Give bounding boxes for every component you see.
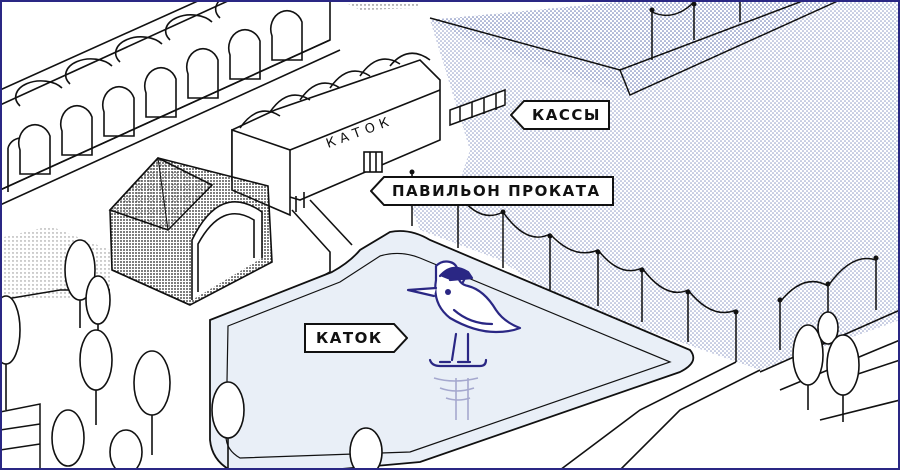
tree-icon (109, 429, 143, 470)
tag-shape (370, 176, 614, 206)
label-rink-text: КАТОК (316, 329, 383, 347)
tree-icon (792, 324, 824, 410)
tree-icon (826, 334, 860, 422)
pavilion-building (231, 52, 441, 217)
tree-icon (0, 295, 21, 410)
label-kassy[interactable]: КАССЫ (510, 100, 610, 130)
pond-area (410, 0, 900, 370)
label-rental-pavilion[interactable]: ПАВИЛЬОН ПРОКАТА (370, 176, 614, 206)
tree-icon (79, 329, 113, 425)
label-kassy-text: КАССЫ (532, 106, 601, 124)
label-rink[interactable]: КАТОК (304, 323, 408, 353)
tree-icon (349, 427, 383, 470)
ticket-booth (449, 88, 506, 127)
upper-pond (430, 0, 840, 95)
rental-tent (108, 157, 273, 306)
arcade-building (0, 0, 341, 206)
trees (0, 239, 860, 470)
tree-icon (133, 350, 171, 455)
label-rental-pavilion-text: ПАВИЛЬОН ПРОКАТА (392, 182, 601, 200)
tag-shape (510, 100, 610, 130)
tree-icon (85, 275, 111, 344)
tree-icon (51, 409, 85, 467)
tree-icon (64, 239, 96, 328)
tree-icon (817, 311, 839, 345)
tag-shape (304, 323, 408, 353)
bird-on-skates-icon (406, 260, 522, 368)
tree-icon (211, 381, 245, 468)
